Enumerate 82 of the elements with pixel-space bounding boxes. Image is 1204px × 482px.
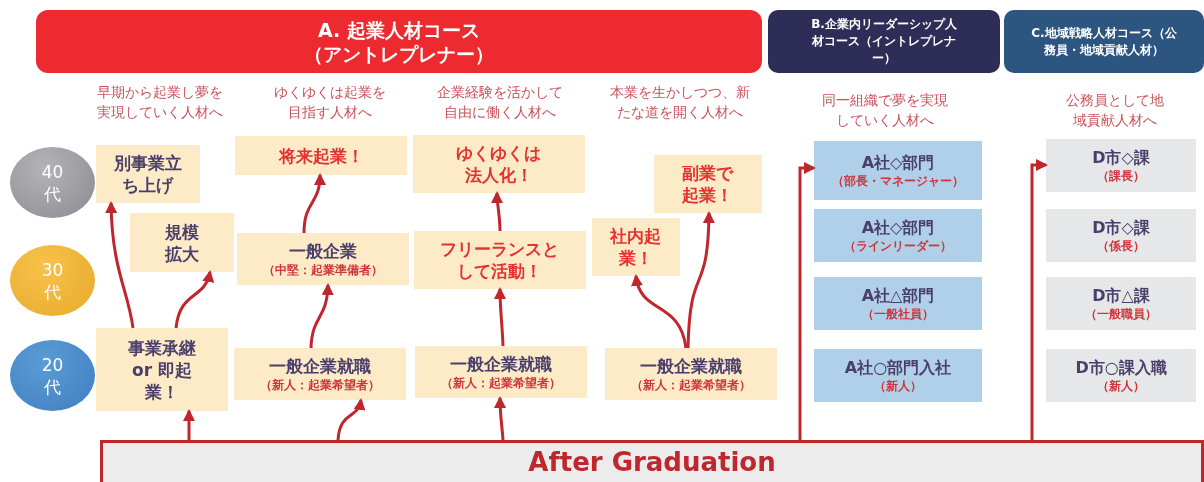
box-subtitle: （新人：起業希望者） [631,376,751,394]
box-title: D市◇課 [1092,216,1150,238]
career-box [235,136,407,175]
box-title: A社△部門 [861,284,935,306]
arrow [302,173,326,234]
course-description: 同一組織で夢を実現していく人材へ [821,91,949,130]
box-subtitle: （新人：起業希望者） [260,376,380,394]
box-subtitle: （新人） [1097,377,1145,395]
position-box [1046,139,1196,192]
box-subtitle: （係長） [1097,237,1145,255]
arrow [174,270,214,329]
course-description: 早期から起業し夢を実現していく人材へ [96,83,224,122]
graduation-label: After Graduation [528,447,776,478]
box-title: 一般企業 [289,239,357,262]
arrow [491,191,504,232]
position-box [814,209,982,262]
box-title: 事業承継 or 即起業！ [127,336,197,403]
box-subtitle: （課長） [1097,167,1145,185]
arrow [1030,159,1048,440]
box-title: 一般企業就職 [640,354,742,377]
box-title: A社◇部門 [861,151,935,173]
position-box [814,277,982,330]
position-box [1046,349,1196,402]
box-subtitle: （部長・マネージャー） [832,172,964,190]
box-title: A社◇部門 [861,216,935,238]
box-subtitle: （新人） [874,377,922,395]
age-label: 30代 [40,258,65,303]
career-box [415,346,587,398]
age-label: 20代 [40,353,65,398]
box-title: D市○課入職 [1075,356,1167,378]
position-box [814,349,982,402]
arrow [686,211,715,349]
career-box [130,213,234,272]
career-box [234,348,406,400]
course-title: A. 起業人材コース（アントレプレナー） [304,17,494,66]
box-subtitle: （中堅：起業準備者） [263,261,383,279]
career-box [654,155,762,213]
box-title: 一般企業就職 [269,354,371,377]
career-box [96,328,228,411]
course-title: B.企業内リーダーシップ人材コース（イントレプレナー） [810,16,958,67]
course-header [768,10,1000,73]
age-label: 40代 [40,160,65,205]
box-title: D市△課 [1092,284,1150,306]
position-box [1046,209,1196,262]
arrow [494,396,507,441]
graduation-bar [100,440,1204,482]
box-subtitle: （新人：起業希望者） [441,374,561,392]
arrow [105,201,135,329]
box-title: 一般企業就職 [450,352,552,375]
arrow [798,162,816,440]
course-description: ゆくゆくは起業を目指す人材へ [273,83,387,122]
box-title: フリーランスとして活動！ [439,238,561,282]
box-subtitle: （一般社員） [862,305,934,323]
box-title: D市◇課 [1092,146,1150,168]
box-title: 副業で起業！ [681,162,735,206]
career-box [605,348,777,400]
box-subtitle: （一般職員） [1085,305,1157,323]
course-title: C.地域戦略人材コース（公務員・地域貢献人材） [1030,24,1178,59]
career-box [237,233,409,285]
box-title: A社○部門入社 [844,356,952,378]
course-description: 公務員として地域貢献人材へ [1065,91,1165,130]
box-title: 社内起業！ [609,225,663,269]
career-box [414,231,586,289]
course-header [36,10,762,73]
arrow [336,398,365,441]
course-description: 本業を生かしつつ、新たな道を開く人材へ [609,83,751,122]
arrow [183,409,195,440]
career-box [96,145,200,203]
course-header [1004,10,1204,73]
position-box [814,141,982,200]
box-title: 別事業立ち上げ [113,152,183,196]
course-description: 企業経験を活かして自由に働く人材へ [436,83,564,122]
arrow [632,274,688,349]
career-box [413,135,585,193]
arrow [494,287,507,347]
box-title: ゆくゆくは法人化！ [455,142,543,186]
box-subtitle: （ラインリーダー） [844,237,952,255]
arrow [309,283,334,349]
box-title: 規模拡大 [163,220,200,265]
box-title: 将来起業！ [278,144,364,167]
position-box [1046,277,1196,330]
career-box [592,218,680,276]
